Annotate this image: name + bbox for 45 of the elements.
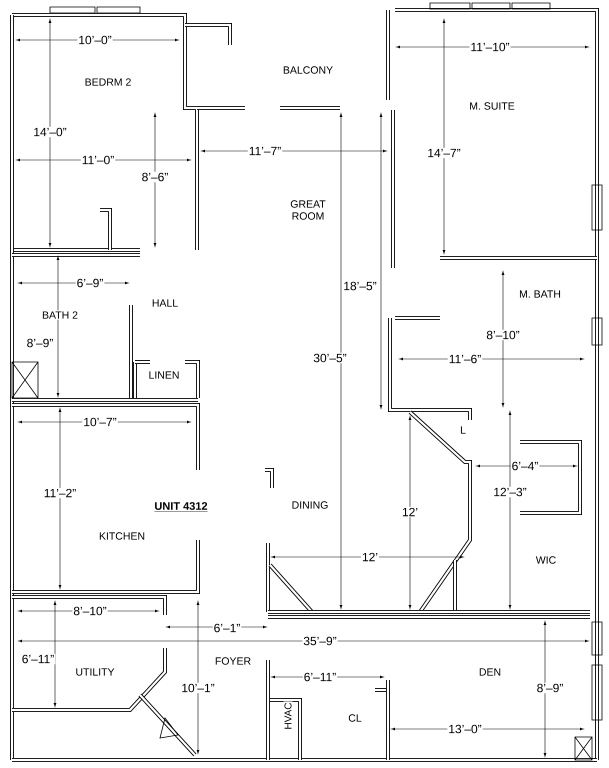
dimension-label: 11’–10” bbox=[469, 42, 511, 52]
dimension-label: 6’–9” bbox=[76, 278, 104, 288]
dimension-label: 35’–9” bbox=[302, 636, 338, 646]
dimension-label: 11’–6” bbox=[448, 354, 482, 364]
dimension-label: 13’–0” bbox=[447, 724, 483, 734]
dimension-label: 11’–2” bbox=[42, 488, 78, 498]
dimension-label: 12’ bbox=[361, 552, 379, 562]
room-label: BATH 2 bbox=[41, 310, 79, 320]
dimension-label: 8’–9” bbox=[26, 338, 54, 348]
dimension-label: 11’–7” bbox=[248, 146, 282, 156]
unit-number: UNIT 4312 bbox=[153, 501, 209, 513]
room-label: CL bbox=[347, 713, 363, 723]
room-label: DINING bbox=[290, 500, 330, 510]
room-label: BALCONY bbox=[282, 65, 334, 75]
room-label: WIC bbox=[534, 555, 558, 565]
room-label: M. SUITE bbox=[468, 101, 516, 111]
room-label: BEDRM 2 bbox=[84, 77, 132, 87]
dimension-label: 10’–1” bbox=[180, 682, 216, 694]
dimension-label: 6’–11” bbox=[20, 654, 56, 664]
room-label: UTILITY bbox=[74, 667, 116, 677]
dimension-label: 8’–6” bbox=[140, 172, 170, 182]
dimension-label: 12’–3” bbox=[492, 486, 528, 498]
dimension-label: 8’–9” bbox=[536, 682, 564, 694]
dimension-label: 12’ bbox=[401, 506, 419, 518]
dimension-label: 10’–7” bbox=[82, 416, 118, 428]
room-label: HVAC bbox=[283, 701, 293, 731]
room-label: GREAT ROOM bbox=[282, 199, 334, 221]
dimension-label: 11’–0” bbox=[80, 154, 116, 166]
dimension-label: 6’–1” bbox=[212, 622, 242, 634]
dimension-label: 14’–0” bbox=[32, 126, 68, 138]
dimension-label: 14’–7” bbox=[426, 148, 462, 158]
room-label: LINEN bbox=[148, 370, 180, 380]
dimension-label: 10’–0” bbox=[77, 34, 113, 46]
dimension-label: 8’–10” bbox=[485, 330, 521, 340]
dimension-label: 30’–5” bbox=[312, 352, 348, 364]
dimension-label: 6’–11” bbox=[302, 672, 338, 682]
dimension-label: 6’–4” bbox=[510, 460, 540, 472]
room-label: L bbox=[459, 425, 467, 435]
room-label: DEN bbox=[478, 667, 502, 677]
room-label: FOYER bbox=[214, 656, 252, 666]
room-label: HALL bbox=[150, 298, 180, 308]
room-label: KITCHEN bbox=[98, 531, 146, 541]
dimension-label: 18’–5” bbox=[342, 280, 378, 292]
dimension-label: 8’–10” bbox=[72, 606, 108, 616]
room-label: M. BATH bbox=[518, 289, 562, 299]
